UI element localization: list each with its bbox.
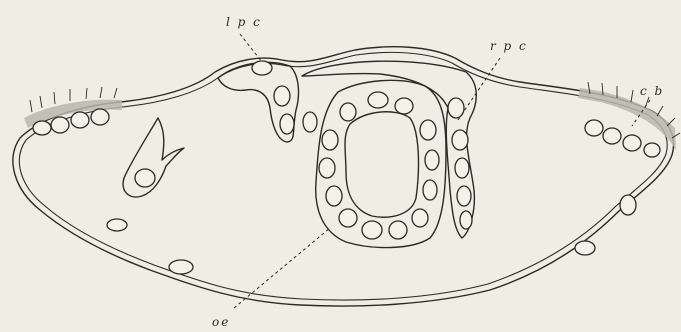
label-cb: c b [640, 84, 664, 98]
leader-oe [234, 228, 330, 308]
leader-lpc [240, 34, 262, 62]
left-lobe-cell [135, 169, 155, 187]
body-outer-wall [13, 47, 674, 306]
oesophagus-lumen [345, 112, 418, 217]
right-epithelium-cells [585, 120, 660, 157]
left-internal-lobe [123, 118, 184, 197]
label-oe: oe [212, 315, 230, 329]
label-lpc: l p c [226, 15, 262, 29]
label-rpc: r p c [490, 39, 528, 53]
left-pericardial-cells [252, 61, 317, 134]
